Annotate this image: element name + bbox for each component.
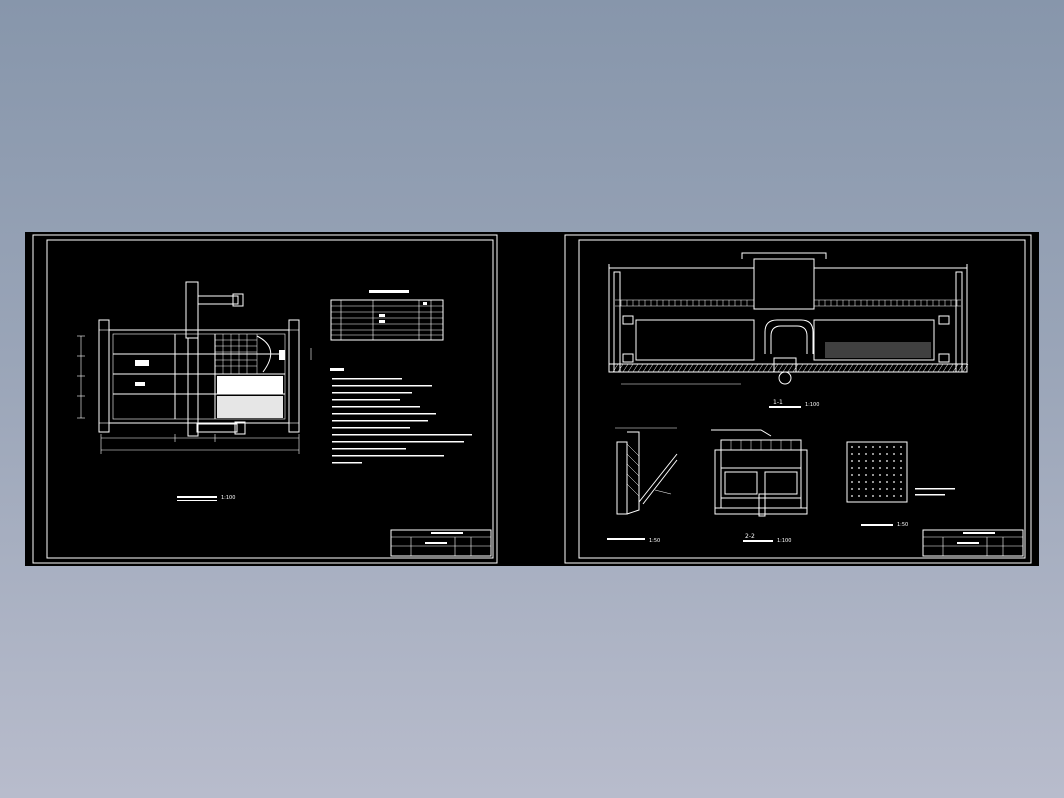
grid-hole (900, 453, 902, 455)
wall-detail-scale: 1:50 (649, 538, 660, 544)
grid-hole (858, 467, 860, 469)
section-1-1-caption: 1-1 1:100 (769, 399, 819, 408)
wall-detail-view: 1:50 (607, 427, 678, 544)
sheet-2: 1-1 1:100 1:50 (564, 234, 1032, 564)
grid-hole (879, 495, 881, 497)
sheet-1-outer-frame (32, 234, 498, 564)
grid-hole (858, 446, 860, 448)
grid-hole (865, 474, 867, 476)
grid-hole (858, 488, 860, 490)
grid-hole (879, 488, 881, 490)
grid-hole (872, 474, 874, 476)
plan-view-scale: 1:100 (221, 495, 235, 501)
grid-hole (893, 467, 895, 469)
grid-hole (893, 453, 895, 455)
grid-hole (851, 453, 853, 455)
grid-hole (872, 446, 874, 448)
grid-hole (879, 453, 881, 455)
grid-hole (858, 495, 860, 497)
grid-hole (851, 481, 853, 483)
grid-hole (865, 467, 867, 469)
grid-hole (851, 460, 853, 462)
sheet-2-outer-frame (564, 234, 1032, 564)
section-2-2-label: 2-2 (745, 533, 755, 540)
grid-hole (865, 495, 867, 497)
grid-hole (872, 481, 874, 483)
section-2-2-view: 2-2 1:100 (711, 429, 808, 544)
grid-hole (851, 474, 853, 476)
grid-hole (851, 446, 853, 448)
grid-hole (893, 460, 895, 462)
grid-hole (865, 488, 867, 490)
section-1-1-label: 1-1 (773, 399, 783, 406)
grid-hole (900, 488, 902, 490)
grid-hole (865, 446, 867, 448)
grid-hole (851, 495, 853, 497)
sheet-1-title-block (390, 529, 492, 557)
grid-plate-scale: 1:50 (897, 522, 908, 528)
grid-hole (865, 460, 867, 462)
grid-plate-view: 1:50 (846, 441, 955, 528)
grid-hole (879, 474, 881, 476)
grid-hole (865, 453, 867, 455)
sheet-1: 1:100 (32, 234, 498, 564)
grid-hole (886, 488, 888, 490)
grid-hole (886, 467, 888, 469)
grid-hole (900, 481, 902, 483)
grid-hole (886, 446, 888, 448)
plan-view-caption: 1:100 (177, 495, 235, 501)
section-1-1-scale: 1:100 (805, 402, 819, 408)
grid-hole (851, 488, 853, 490)
grid-hole (858, 474, 860, 476)
grid-hole (858, 481, 860, 483)
grid-hole (858, 453, 860, 455)
grid-hole (900, 495, 902, 497)
sheet-1-inner-frame (46, 239, 494, 559)
grid-hole (893, 495, 895, 497)
grid-hole (872, 495, 874, 497)
grid-hole (900, 474, 902, 476)
grid-hole (886, 474, 888, 476)
grid-hole (879, 467, 881, 469)
sheet-2-inner-frame (578, 239, 1026, 559)
grid-hole (900, 446, 902, 448)
material-table (330, 290, 444, 341)
design-notes (330, 368, 472, 464)
grid-hole (886, 453, 888, 455)
grid-hole (900, 467, 902, 469)
grid-hole (893, 474, 895, 476)
sheet-2-title-block (922, 529, 1024, 557)
grid-hole (879, 460, 881, 462)
grid-hole (872, 467, 874, 469)
grid-hole (865, 481, 867, 483)
grid-hole (900, 460, 902, 462)
cad-drawing-viewport[interactable]: 1:100 (25, 232, 1039, 566)
grid-hole (858, 460, 860, 462)
grid-hole (879, 481, 881, 483)
grid-hole (851, 467, 853, 469)
section-1-1-view (608, 252, 969, 385)
grid-hole (886, 495, 888, 497)
plan-view (77, 281, 312, 454)
grid-hole (886, 481, 888, 483)
grid-hole (879, 446, 881, 448)
grid-hole (893, 481, 895, 483)
grid-hole (886, 460, 888, 462)
grid-hole (872, 488, 874, 490)
section-2-2-scale: 1:100 (777, 538, 791, 544)
grid-hole (872, 453, 874, 455)
grid-hole (893, 446, 895, 448)
grid-hole (872, 460, 874, 462)
grid-hole (893, 488, 895, 490)
